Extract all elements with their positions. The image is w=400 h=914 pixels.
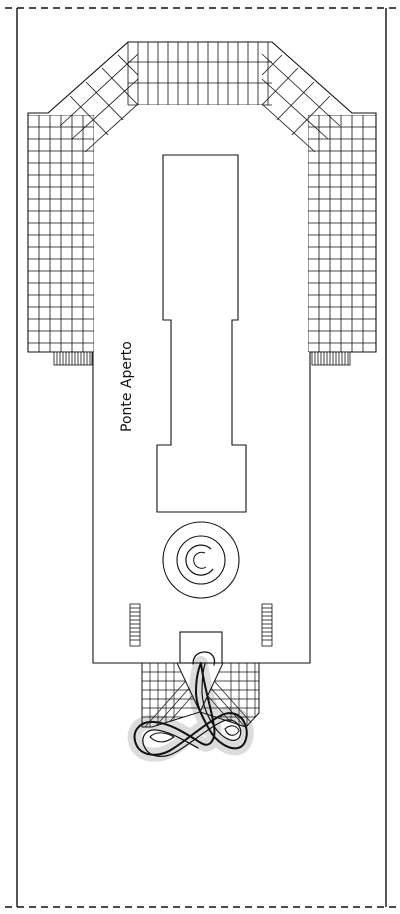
right-vertical-grill xyxy=(261,603,273,647)
right-seating-grid xyxy=(308,115,376,352)
walkway-right-loop-inner xyxy=(224,725,240,736)
walkway-inner-path xyxy=(142,663,242,757)
left-seating-grid xyxy=(28,115,94,352)
walkway-left-loop-inner xyxy=(149,732,175,743)
left-vertical-grill xyxy=(129,603,141,647)
circular-fixture xyxy=(162,521,240,599)
bottom-left-grid-outline xyxy=(141,662,201,728)
walkway-main-path xyxy=(133,662,248,756)
right-hatch-block xyxy=(311,351,351,366)
main-deck xyxy=(27,41,377,664)
walkway-top-ring xyxy=(192,651,216,666)
outer-frame xyxy=(5,7,396,908)
looping-walkway xyxy=(127,651,254,762)
left-hatch-block xyxy=(53,351,93,366)
ponte-aperto-label: Ponte Aperto xyxy=(119,341,135,432)
central-structure-outline xyxy=(156,154,247,513)
upper-seating-grid xyxy=(48,42,352,153)
